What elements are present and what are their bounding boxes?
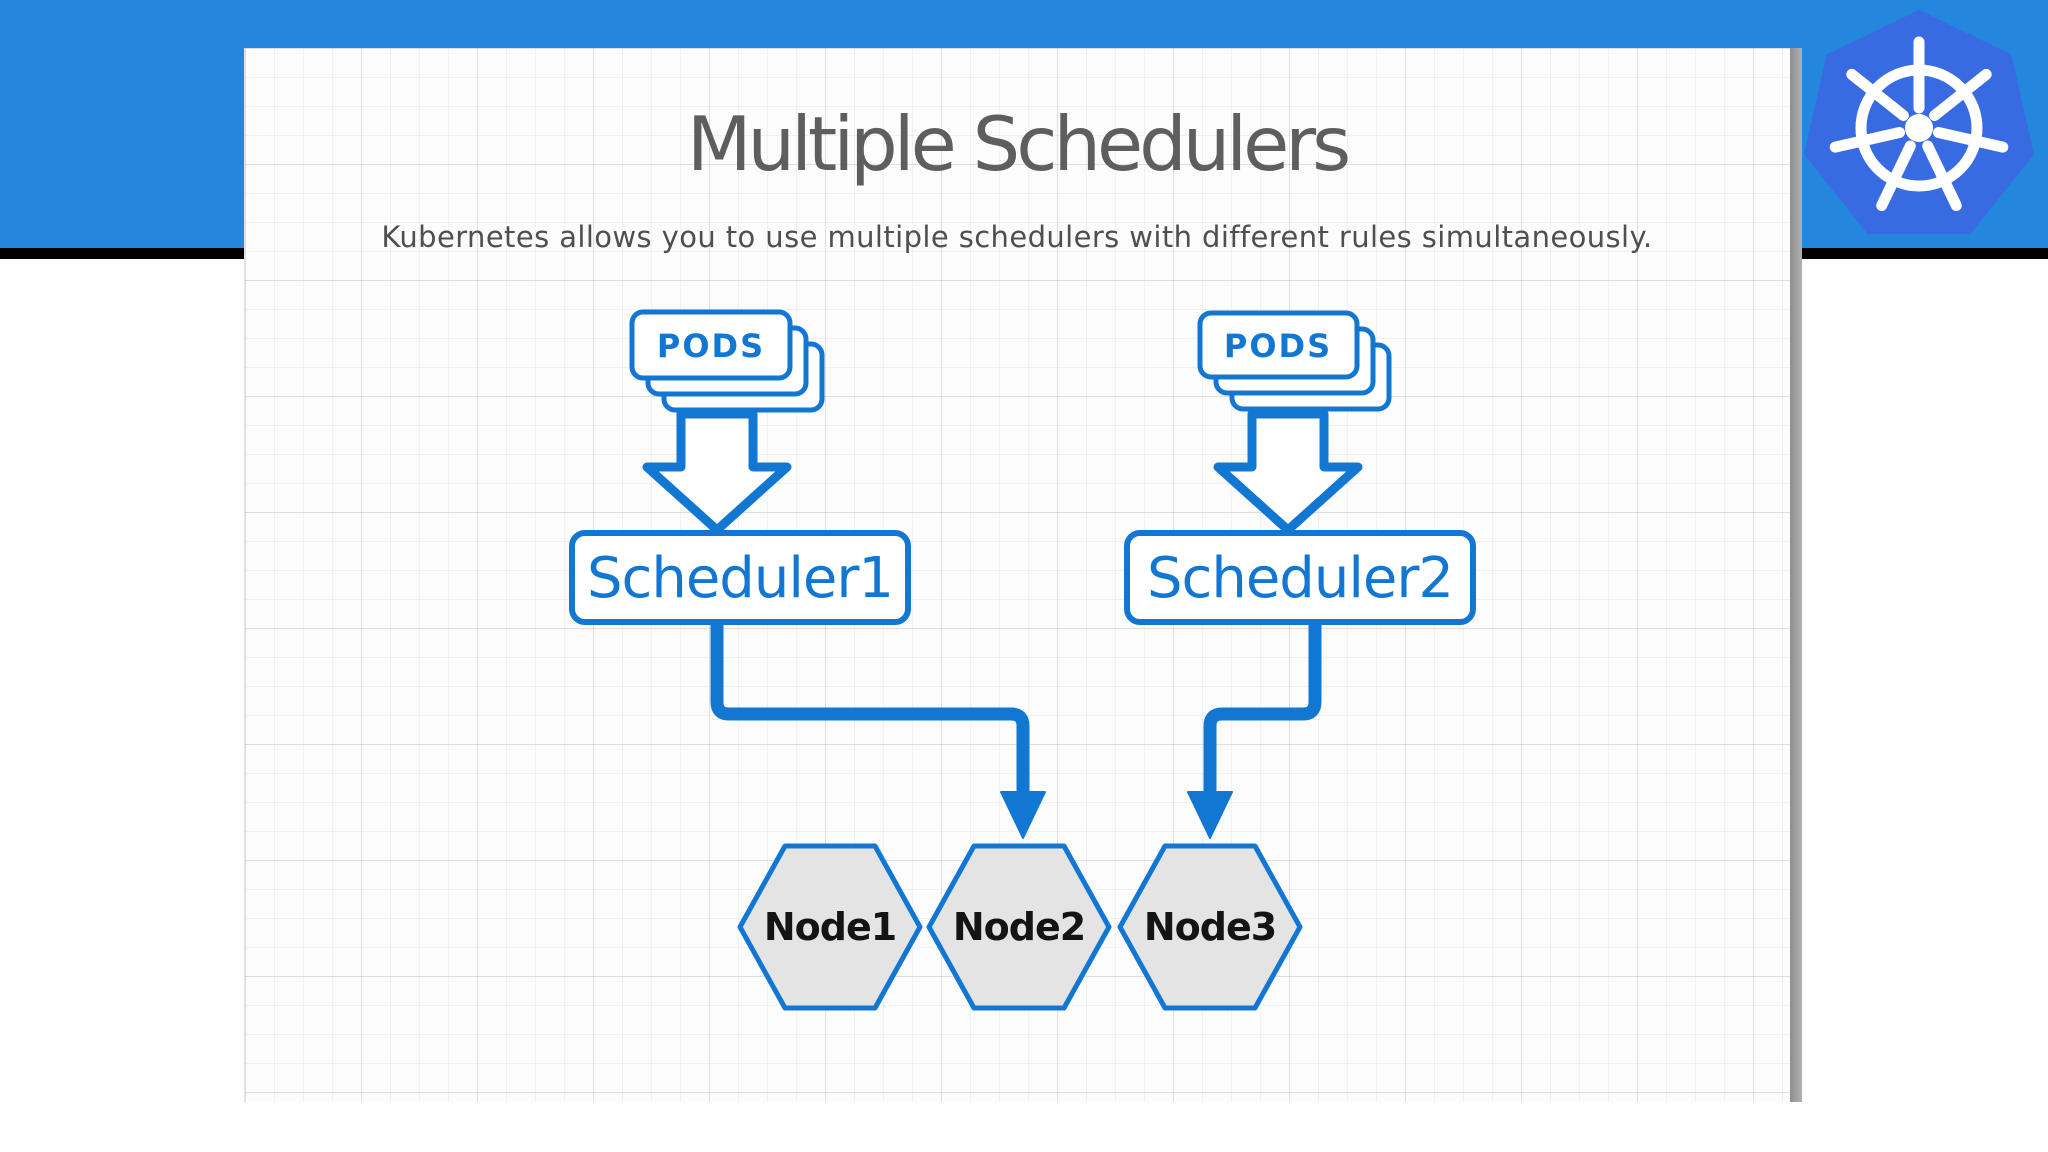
pods-stack-right: PODS	[1197, 310, 1392, 412]
pods-card-front	[1197, 310, 1360, 380]
node2-label: Node2	[953, 905, 1085, 949]
scheduler1-rect	[569, 530, 911, 625]
node3-shape	[1117, 843, 1303, 1011]
node2-shape	[926, 843, 1112, 1011]
canvas-right-edge-shadow	[1790, 48, 1802, 1102]
kubernetes-logo-icon	[1804, 10, 2034, 235]
slide-title: Multiple Schedulers	[686, 100, 1351, 188]
connector-scheduler1-to-node2	[710, 624, 1030, 794]
pods-label-left: PODS	[657, 327, 765, 365]
node1-label: Node1	[764, 905, 896, 949]
scheduler2-rect	[1124, 530, 1476, 625]
pods-label-right: PODS	[1224, 327, 1332, 365]
scheduler2-box: Scheduler2	[1124, 530, 1476, 625]
scheduler1-label: Scheduler1	[587, 546, 893, 611]
connector2-arrowhead-icon	[1187, 791, 1233, 839]
scheduler-diagram: PODS Scheduler1 PODS Scheduler2	[569, 309, 1476, 1011]
pods-stack-left: PODS	[629, 309, 825, 413]
connector1-arrowhead-icon	[1000, 791, 1046, 839]
node3-label: Node3	[1144, 905, 1276, 949]
connector-scheduler2-to-node3	[1203, 624, 1322, 794]
down-arrow-right-icon	[1213, 409, 1363, 535]
down-arrow-left-icon	[642, 409, 792, 535]
helm-wheel-hub	[1905, 114, 1933, 142]
node1-shape	[737, 843, 923, 1011]
helm-wheel-icon	[1829, 36, 2009, 211]
node1-hexagon: Node1	[737, 843, 923, 1011]
scheduler1-box: Scheduler1	[569, 530, 911, 625]
node2-hexagon: Node2	[926, 843, 1112, 1011]
pods-card-front	[629, 309, 793, 381]
node3-hexagon: Node3	[1117, 843, 1303, 1011]
slide-subtitle: Kubernetes allows you to use multiple sc…	[381, 220, 1653, 254]
scheduler2-label: Scheduler2	[1147, 546, 1453, 611]
